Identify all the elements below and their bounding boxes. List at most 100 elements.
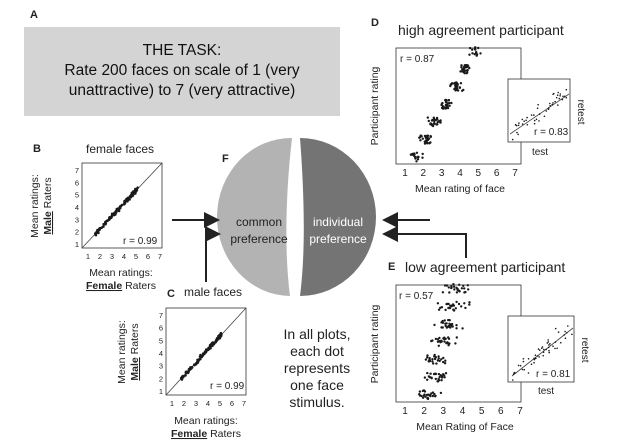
panel-e-dot: [436, 359, 440, 362]
panel-e-dot: [443, 376, 446, 379]
panel-label-c: C: [167, 288, 175, 300]
panel-c-ytick-5: 5: [159, 336, 163, 345]
task-box: THE TASK: Rate 200 faces on scale of 1 (…: [24, 27, 340, 116]
panel-e-dot: [445, 342, 448, 345]
panel-e-dot: [460, 287, 464, 290]
panel-d-xtick-4: 4: [457, 168, 463, 179]
panel-e-dot: [427, 393, 430, 396]
panel-e-inset-dot: [560, 341, 562, 344]
panel-e-inset-dot: [547, 339, 549, 341]
panel-e-dot: [442, 373, 445, 376]
panel-d-dot: [442, 107, 445, 110]
panel-e-dot: [432, 362, 435, 365]
panel-e-dot: [423, 393, 426, 396]
panel-e-dot: [444, 372, 448, 375]
panel-d-dot: [475, 50, 478, 54]
panel-e-inset-dot: [554, 327, 557, 330]
panel-e-dot: [430, 392, 433, 395]
panel-e-title: low agreement participant: [405, 259, 565, 275]
panel-label-e: E: [388, 261, 395, 273]
panel-e-inset-ylabel: retest: [579, 337, 590, 362]
panel-b-xtick-4: 4: [122, 252, 126, 261]
panel-e-dot: [418, 390, 422, 393]
panel-e-dot: [428, 394, 432, 397]
panel-e-dot: [434, 377, 437, 381]
panel-b-xlabel-bold: Female: [86, 280, 122, 292]
panel-e-dot: [451, 303, 455, 306]
panel-d-xtick-2: 2: [421, 168, 427, 179]
panel-d-dot: [471, 52, 474, 55]
panel-d-dot: [462, 67, 466, 70]
panel-d-dot: [432, 122, 436, 126]
panel-c-dots: [179, 331, 223, 381]
panel-e-dot: [437, 372, 441, 376]
panel-e-dot: [436, 338, 440, 341]
panel-e-dot: [443, 337, 446, 340]
panel-e-dot: [436, 302, 440, 305]
panel-c-dot: [212, 341, 215, 345]
panel-d-dot: [439, 119, 442, 122]
panel-e-dot: [467, 288, 470, 291]
panel-e-dot: [452, 308, 455, 311]
panel-d-dot: [414, 156, 417, 159]
panel-b-frame: [81, 162, 163, 249]
panel-e-inset-dot: [557, 331, 560, 333]
panel-d-xtick-5: 5: [476, 168, 482, 179]
panel-e-dot: [438, 359, 441, 363]
panel-d-inset-dot: [554, 100, 556, 103]
panel-e-dot: [433, 357, 437, 361]
panel-c-xtick-5: 5: [218, 399, 222, 408]
common-preference-line-1: common: [236, 215, 282, 229]
panel-e-inset-dot: [564, 330, 566, 333]
panel-e-inset-dot: [512, 379, 514, 381]
panel-d-dot: [423, 142, 427, 145]
panel-d-dot: [454, 86, 457, 89]
panel-d-inset-dot: [559, 95, 561, 97]
note-line-3: represents: [284, 360, 350, 376]
panel-e-r: r = 0.57: [399, 291, 434, 302]
panel-e-dot: [455, 336, 458, 339]
panel-c-ytick-1: 1: [159, 387, 163, 396]
panel-e-inset-dot: [563, 334, 565, 336]
panel-b-ytick-5: 5: [75, 191, 79, 200]
panel-e-inset-dot: [539, 349, 541, 352]
panel-d-dot: [458, 86, 462, 90]
panel-e-dot: [444, 322, 447, 325]
panel-d-dot: [468, 53, 471, 56]
panel-c-ytick-4: 4: [159, 349, 163, 358]
panel-d-dot: [415, 151, 419, 154]
panel-e-inset-dot: [542, 354, 544, 357]
panel-b-dot: [129, 194, 132, 198]
panel-b-ytick-7: 7: [75, 166, 79, 175]
panel-e-dot: [443, 284, 447, 287]
panel-c-xtick-3: 3: [194, 399, 198, 408]
panel-e-inset-dot: [543, 348, 545, 351]
panel-d-xlabel: Mean rating of face: [415, 183, 505, 195]
panel-b-xlabel-rest: Raters: [122, 280, 156, 292]
panel-d-dot: [444, 103, 448, 107]
panel-e-dot: [440, 326, 443, 329]
panel-e-dot: [447, 342, 450, 345]
panel-b-dot: [135, 188, 138, 191]
panel-d-inset-dot: [558, 97, 561, 100]
panel-e-dot: [423, 376, 427, 379]
panel-e-dot: [427, 375, 431, 378]
panel-e-dot: [452, 283, 455, 286]
panel-d-inset-dot: [517, 133, 519, 136]
panel-e-inset-dot: [523, 368, 526, 371]
panel-e-inset-dot: [547, 341, 550, 343]
panel-e-dots: [418, 283, 471, 401]
panel-b-xtick-7: 7: [158, 252, 162, 261]
panel-e-dot: [437, 357, 440, 360]
panel-e-dot: [451, 325, 454, 328]
panel-d-dot: [468, 66, 471, 70]
panel-d-dot: [459, 82, 463, 85]
panel-e-dot: [462, 284, 465, 287]
panel-e-inset-dot: [567, 325, 569, 327]
panel-d-inset-dot: [538, 113, 541, 115]
panel-d-dot: [466, 64, 469, 67]
panel-e-dot: [428, 359, 432, 363]
panel-c-dot: [211, 344, 214, 348]
